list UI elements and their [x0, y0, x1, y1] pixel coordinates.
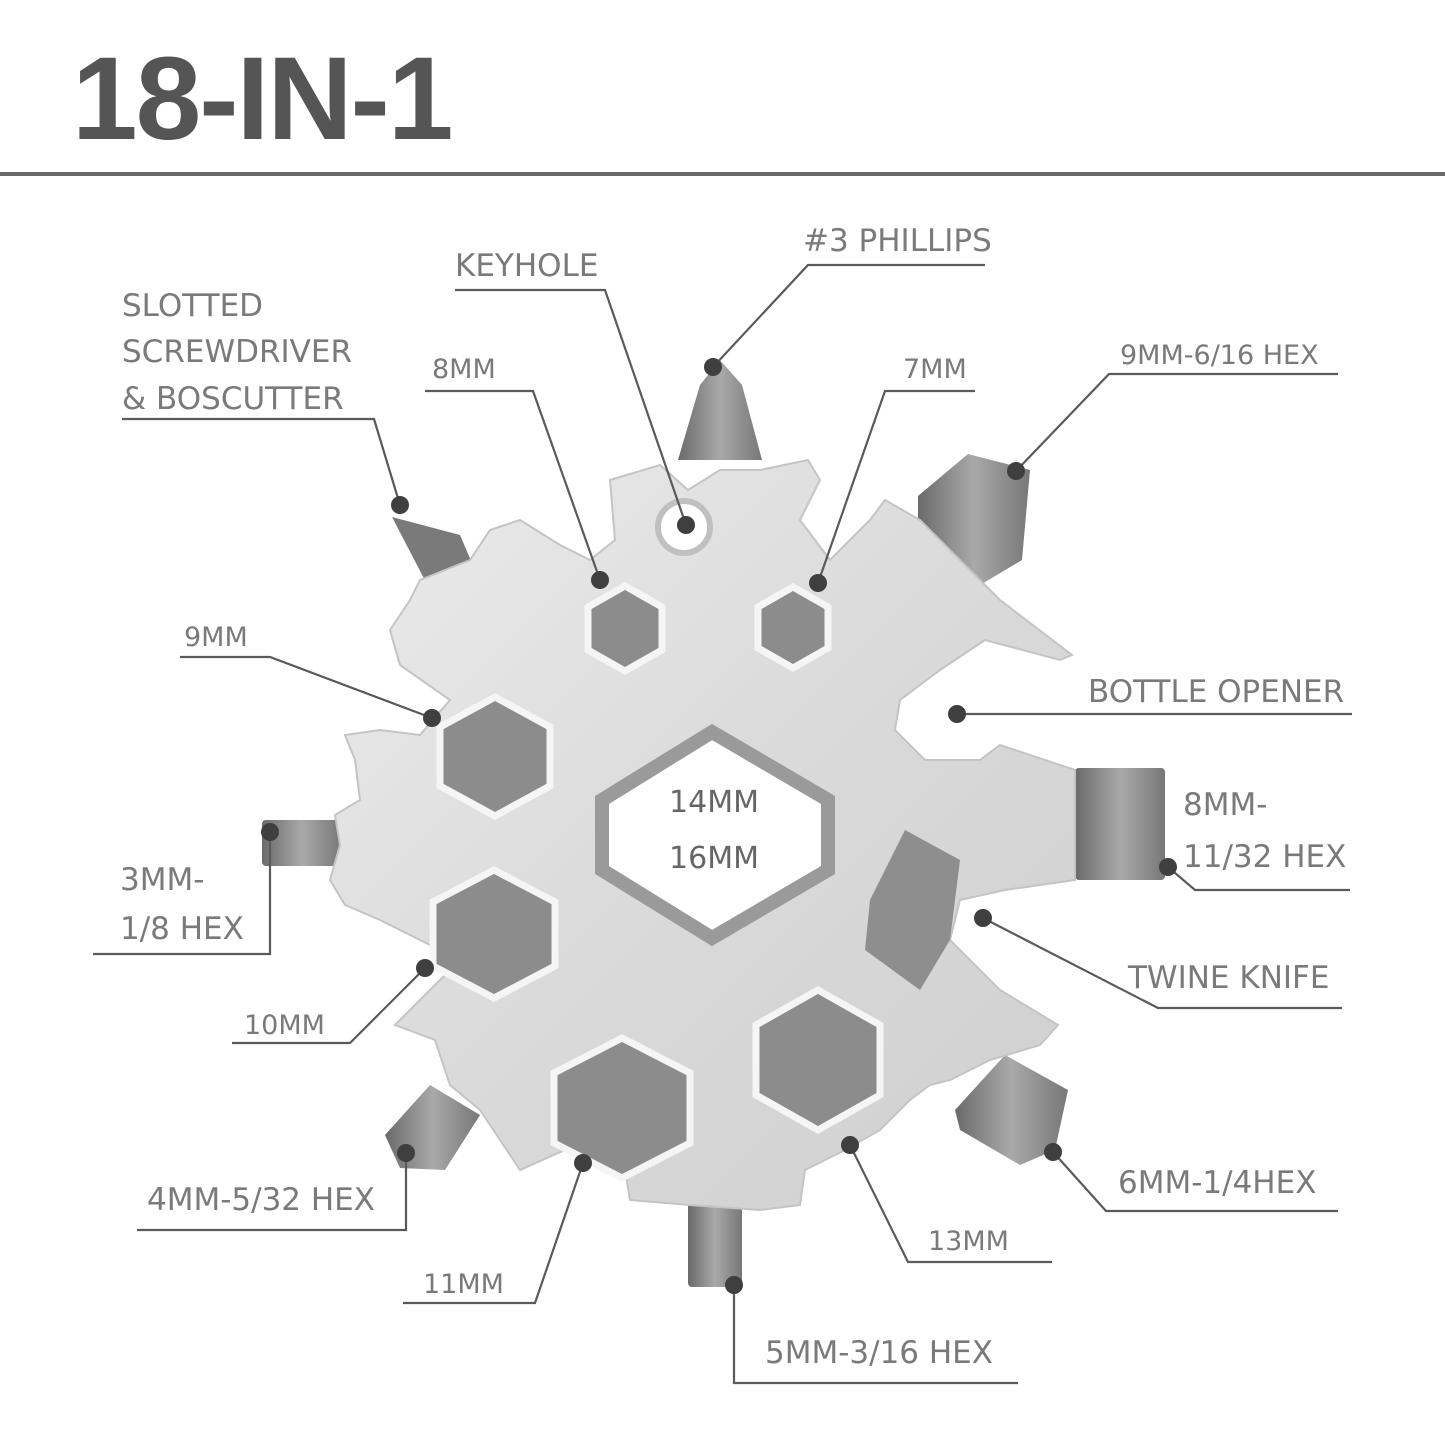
leader-keyhole [455, 288, 688, 526]
leader-6mm-hex [1052, 1151, 1338, 1213]
hex-socket-11mm [550, 1034, 694, 1182]
center-label-14mm: 14MM [669, 785, 759, 820]
hex-bit-8mm [1075, 768, 1165, 880]
leader-twine [982, 917, 1342, 1010]
hex-bit-3mm [262, 820, 342, 866]
label-10mm: 10MM [244, 1010, 325, 1041]
twine-knife [865, 830, 960, 990]
label-phillips: #3 PHILLIPS [803, 223, 992, 259]
leader-7mm [816, 389, 975, 584]
label-8mm: 8MM [432, 354, 496, 385]
hex-bit-5mm [688, 1195, 742, 1287]
label-5mm-hex: 5MM-3/16 HEX [765, 1335, 993, 1371]
phillips-bit [678, 360, 762, 460]
leader-10mm [232, 967, 426, 1045]
leader-phillips [712, 263, 985, 368]
title-divider [0, 172, 1445, 176]
leader-8mm [425, 389, 602, 581]
leader-3mm-hex [93, 832, 272, 956]
hex-socket-8mm [584, 581, 666, 676]
label-slotted-line3: & BOSCUTTER [122, 381, 344, 417]
label-bottle-opener: BOTTLE OPENER [1088, 674, 1344, 710]
leader-4mm-hex [137, 1153, 408, 1232]
label-twine-knife: TWINE KNIFE [1127, 960, 1329, 996]
hex-sockets [429, 581, 884, 1182]
callout-labels: KEYHOLE #3 PHILLIPS SLOTTED SCREWDRIVER … [120, 223, 1346, 1371]
label-8mm-hex-line1: 8MM- [1183, 787, 1267, 823]
label-3mm-hex-line2: 1/8 HEX [120, 911, 244, 947]
leader-9mm-hex [1015, 372, 1338, 472]
leader-11mm [403, 1162, 585, 1305]
leader-8mm-hex [1167, 866, 1350, 892]
center-label-16mm: 16MM [669, 841, 759, 876]
hex-socket-7mm [754, 582, 832, 673]
hex-socket-9mm [436, 693, 554, 820]
hex-socket-13mm [752, 985, 884, 1135]
label-keyhole: KEYHOLE [455, 248, 598, 284]
label-6mm-hex: 6MM-1/4HEX [1118, 1165, 1316, 1201]
label-slotted-line2: SCREWDRIVER [122, 334, 352, 370]
label-9mm-hex: 9MM-6/16 HEX [1120, 340, 1319, 371]
leader-lines [93, 263, 1352, 1385]
leader-dots [261, 358, 1177, 1294]
hex-bit-6mm [955, 1055, 1068, 1165]
page-title: 18-IN-1 [72, 33, 453, 165]
hex-socket-10mm [429, 866, 559, 1002]
leader-13mm [849, 1144, 1052, 1264]
label-slotted-line1: SLOTTED [122, 288, 263, 324]
label-11mm: 11MM [423, 1269, 504, 1300]
label-9mm: 9MM [184, 622, 248, 653]
label-8mm-hex-line2: 11/32 HEX [1183, 839, 1346, 875]
label-7mm: 7MM [903, 354, 967, 385]
label-3mm-hex-line1: 3MM- [120, 862, 204, 898]
label-13mm: 13MM [928, 1226, 1009, 1257]
label-4mm-hex: 4MM-5/32 HEX [147, 1182, 375, 1218]
leader-slotted [122, 417, 402, 506]
leader-5mm-hex [732, 1285, 1018, 1385]
leader-9mm [180, 655, 433, 720]
hex-socket-14-16mm [595, 723, 835, 947]
